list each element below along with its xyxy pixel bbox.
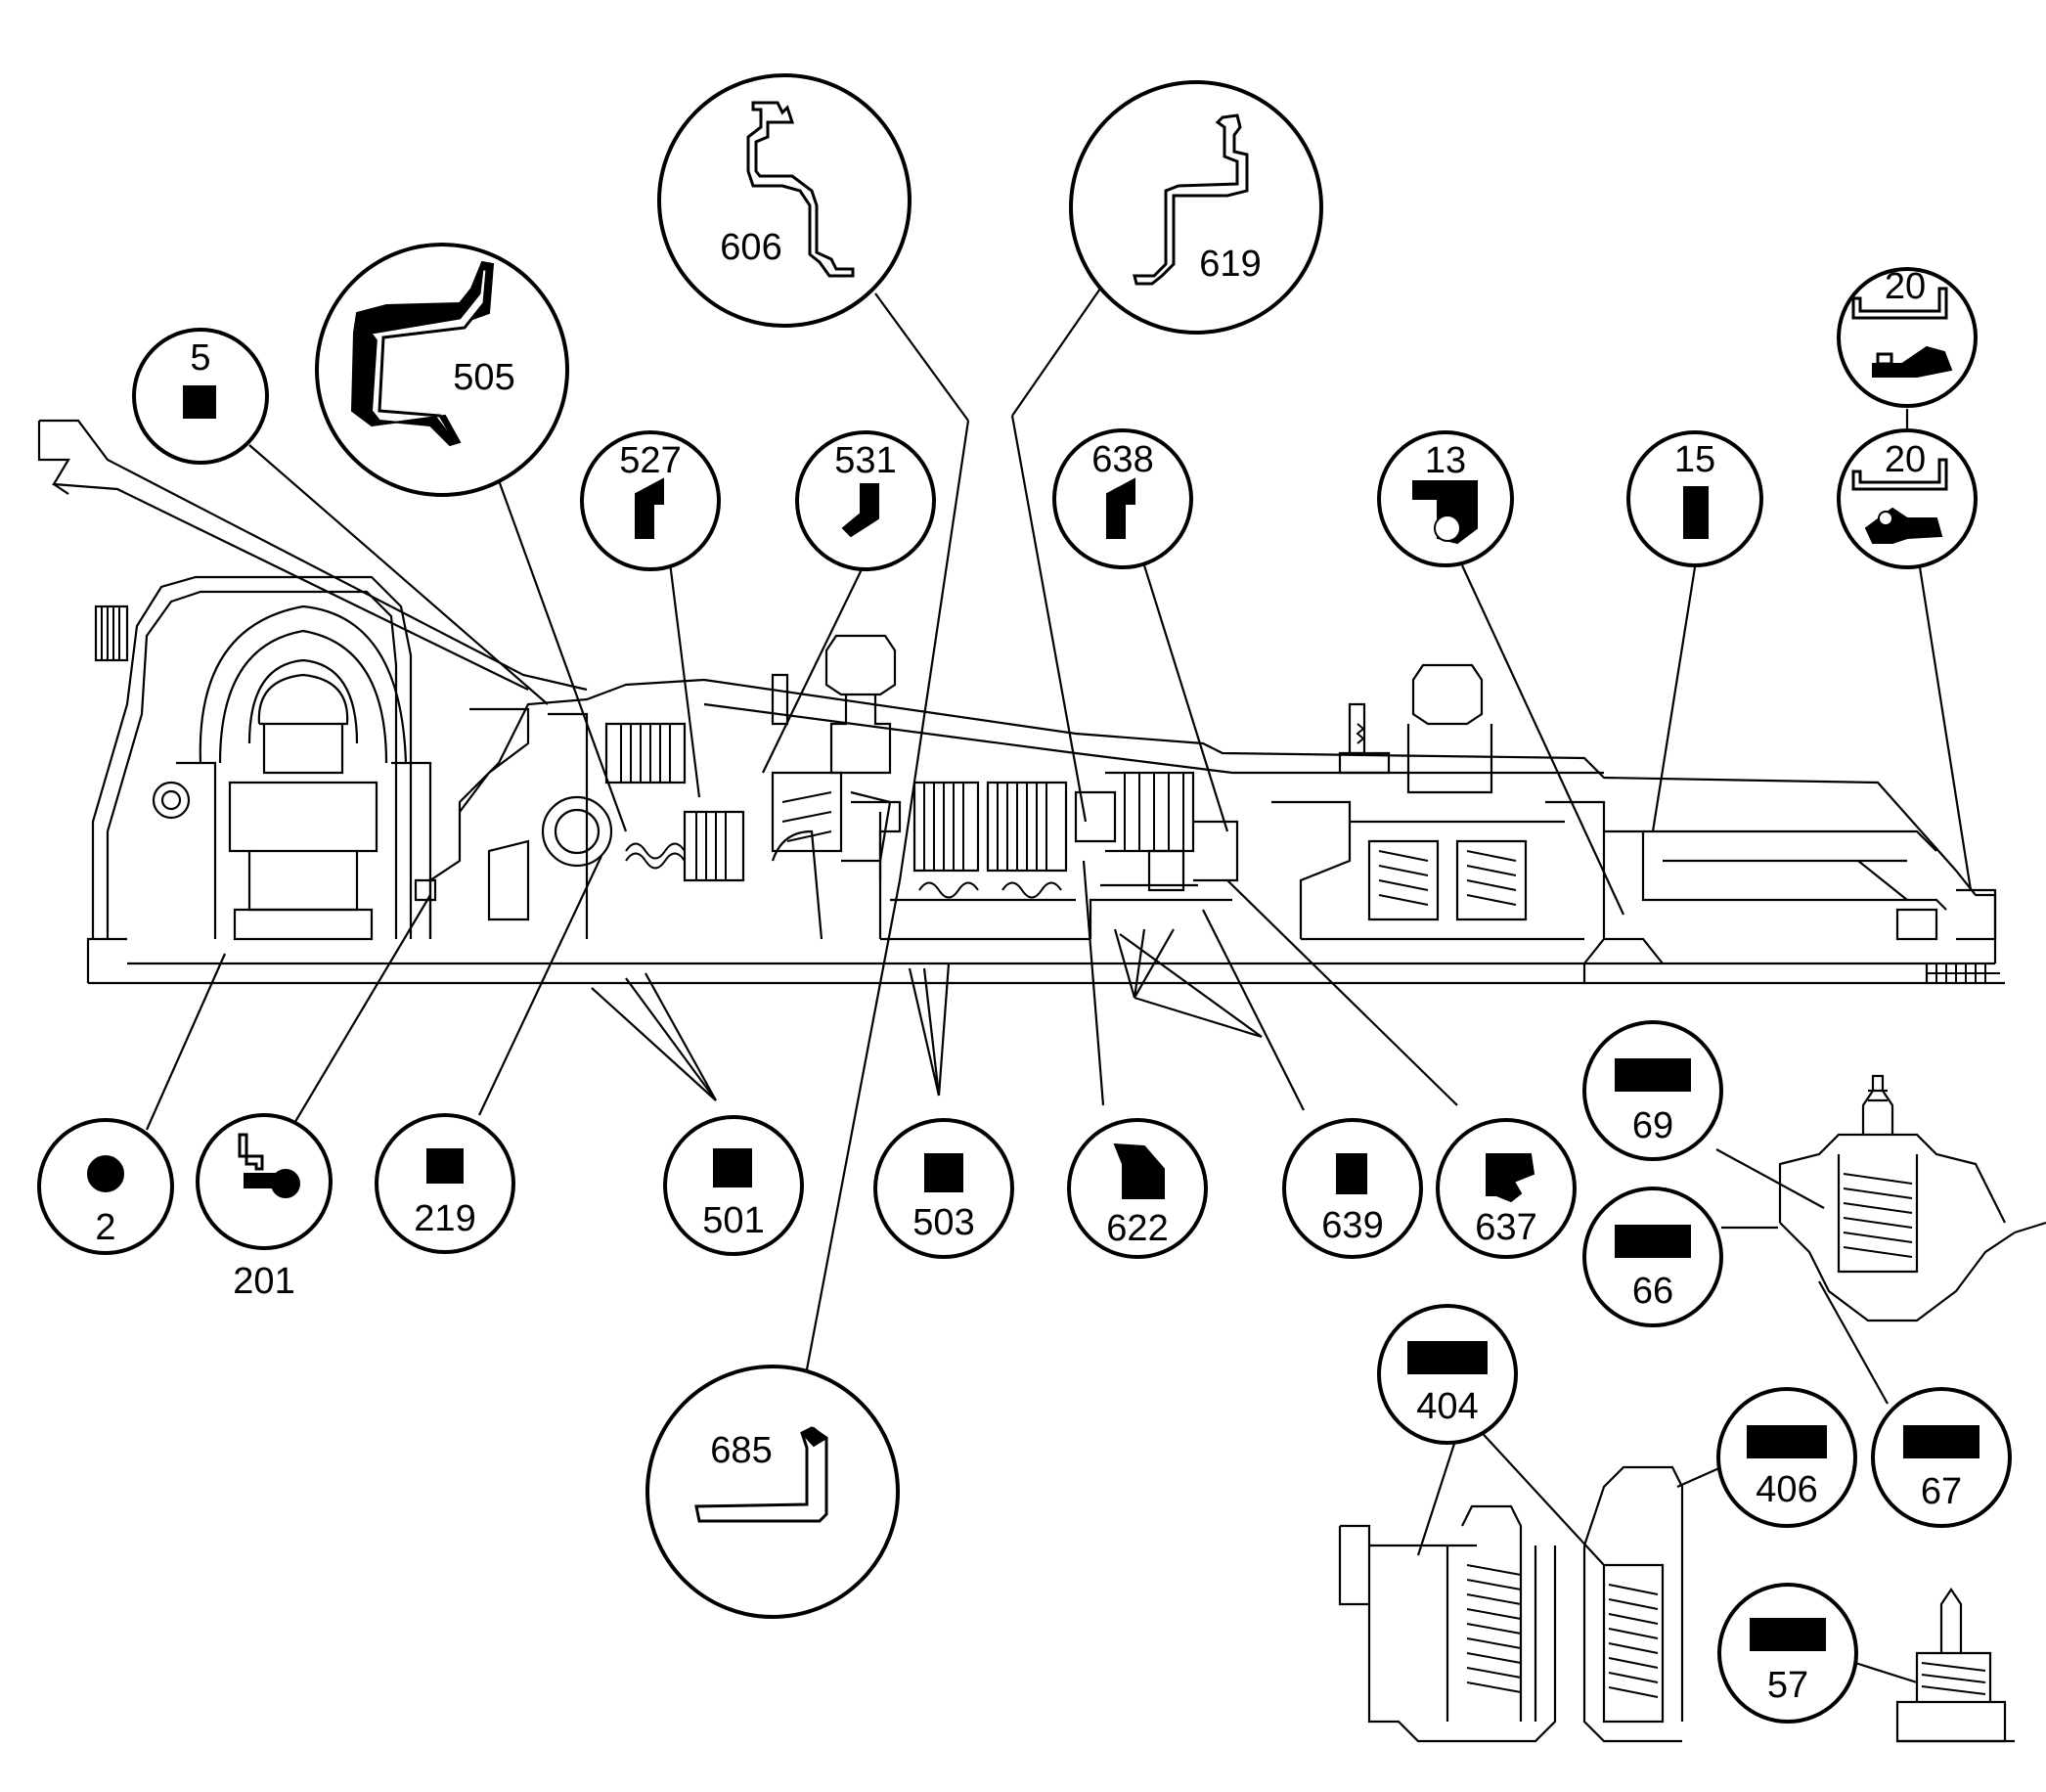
seal-icon <box>1615 1058 1691 1092</box>
callout-527: 527 <box>580 430 721 571</box>
callout-637: 637 <box>1436 1118 1577 1259</box>
accumulator-valve-assembly <box>1778 1074 2046 1322</box>
seal-icon <box>1851 458 1948 491</box>
callout-label-201: 201 <box>233 1261 294 1302</box>
callout-label: 219 <box>414 1198 475 1239</box>
callout-label: 505 <box>453 357 514 398</box>
seal-icon <box>1903 1425 1979 1458</box>
callout-label: 606 <box>720 227 781 268</box>
callout-201 <box>196 1113 333 1250</box>
callout-label: 527 <box>619 440 681 481</box>
callout-639: 639 <box>1282 1118 1423 1259</box>
callout-label: 638 <box>1091 439 1153 480</box>
seal-icon <box>350 260 495 447</box>
callout-622: 622 <box>1067 1118 1208 1259</box>
callout-label: 67 <box>1921 1471 1962 1512</box>
callout-label: 69 <box>1632 1105 1673 1146</box>
seal-icon <box>924 1153 963 1192</box>
callout-20-lower: 20 <box>1837 428 1978 569</box>
callout-531: 531 <box>795 430 936 571</box>
callout-label: 639 <box>1321 1205 1383 1246</box>
callout-label: 13 <box>1425 440 1466 481</box>
callout-505: 505 <box>315 243 569 497</box>
callout-406: 406 <box>1716 1387 1857 1528</box>
seal-icon <box>713 1148 752 1187</box>
callout-503: 503 <box>873 1118 1014 1259</box>
callout-57: 57 <box>1717 1583 1858 1724</box>
seal-icon <box>1113 1142 1165 1199</box>
seal-icon <box>635 477 664 539</box>
callout-label: 66 <box>1632 1271 1673 1312</box>
callout-501: 501 <box>663 1115 804 1256</box>
callout-label: 637 <box>1475 1207 1536 1248</box>
small-spring-valve <box>1895 1588 2015 1743</box>
leader-lines <box>145 288 1973 1684</box>
callout-label: 15 <box>1674 439 1715 480</box>
seal-icon <box>1486 1153 1535 1203</box>
callout-404: 404 <box>1377 1304 1518 1445</box>
servo-spring-assembly <box>1338 1465 1684 1743</box>
seal-icon <box>1407 1341 1488 1374</box>
callout-5: 5 <box>132 328 269 465</box>
callout-label: 404 <box>1416 1386 1478 1427</box>
seal-icon <box>87 1155 124 1192</box>
callout-label: 406 <box>1756 1469 1817 1510</box>
callout-label: 5 <box>190 337 210 379</box>
callout-66: 66 <box>1582 1187 1723 1327</box>
callout-label: 619 <box>1199 244 1261 285</box>
callout-20-upper: 20 <box>1837 266 1978 408</box>
seal-icon <box>1747 1425 1827 1458</box>
callout-label: 20 <box>1885 439 1926 480</box>
seal-icon <box>183 385 216 419</box>
callout-69: 69 <box>1582 1020 1723 1161</box>
callout-label: 531 <box>834 440 896 481</box>
callout-label: 57 <box>1767 1665 1808 1706</box>
seal-icon <box>238 1133 264 1171</box>
seal-icon <box>426 1148 464 1184</box>
seal-icon <box>1615 1225 1691 1258</box>
callout-638: 638 <box>1052 428 1193 569</box>
callout-685: 685 <box>645 1365 900 1619</box>
seal-icon <box>746 101 855 278</box>
seal-icon <box>1750 1618 1826 1651</box>
callout-219: 219 <box>375 1113 515 1254</box>
callout-15: 15 <box>1626 430 1763 567</box>
callout-606: 606 <box>657 73 912 328</box>
callout-label: 20 <box>1885 266 1926 307</box>
seal-icon <box>1851 287 1948 320</box>
callout-label: 2 <box>95 1207 115 1248</box>
seal-icon <box>1683 486 1709 539</box>
callout-67: 67 <box>1871 1387 2012 1528</box>
callout-label: 685 <box>710 1430 772 1471</box>
callout-label: 501 <box>702 1200 764 1241</box>
seal-icon <box>841 483 879 538</box>
transmission-cross-section <box>37 419 2005 985</box>
seal-icon <box>1336 1153 1367 1194</box>
callout-label: 503 <box>912 1202 974 1243</box>
callout-13: 13 <box>1377 430 1514 567</box>
callout-619: 619 <box>1069 80 1323 335</box>
callout-label: 622 <box>1106 1208 1168 1249</box>
seal-icon <box>1133 113 1249 286</box>
callout-2: 2 <box>37 1118 174 1255</box>
seal-icon <box>1106 477 1135 539</box>
